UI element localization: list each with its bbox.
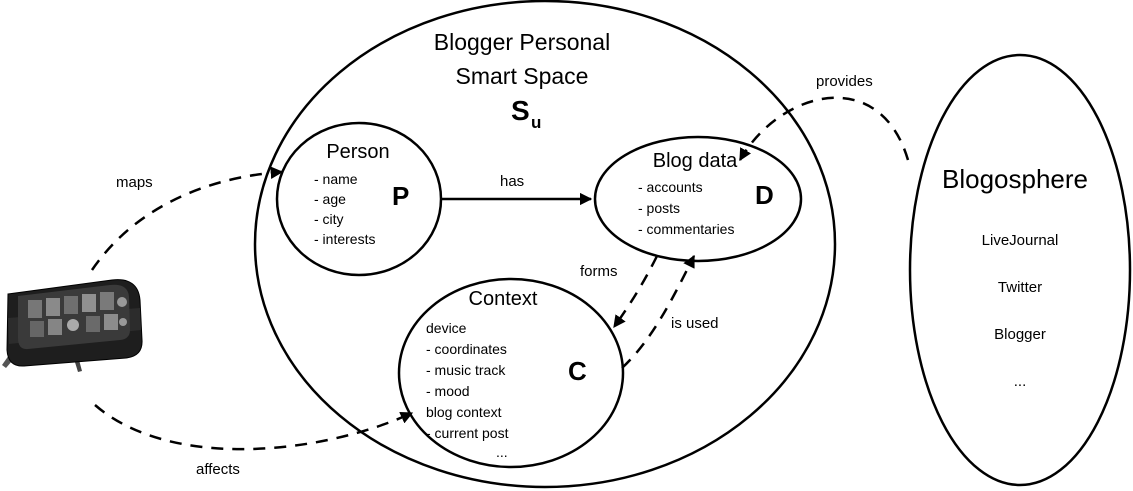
blog-data-item: - accounts bbox=[638, 179, 703, 195]
provides-edge bbox=[738, 96, 910, 162]
context-item: - music track bbox=[426, 362, 506, 378]
space-symbol-subscript: u bbox=[531, 113, 541, 132]
blogosphere-item: ... bbox=[1014, 373, 1027, 390]
context-item: - current post bbox=[426, 425, 509, 441]
is-used-edge bbox=[621, 254, 696, 369]
context-title: Context bbox=[469, 288, 538, 310]
blog-data-title: Blog data bbox=[653, 150, 738, 172]
person-item: - name bbox=[314, 171, 358, 187]
person-letter: P bbox=[392, 181, 409, 211]
blog-data-letter: D bbox=[755, 180, 774, 210]
blogosphere-item: Twitter bbox=[998, 279, 1042, 296]
maps-label: maps bbox=[116, 174, 153, 191]
blogosphere-title: Blogosphere bbox=[942, 164, 1088, 194]
context-item: - mood bbox=[426, 383, 470, 399]
person-item: - interests bbox=[314, 231, 375, 247]
blog-data-item: - commentaries bbox=[638, 221, 734, 237]
blogosphere-node bbox=[908, 53, 1132, 487]
space-title-line1: Blogger Personal bbox=[434, 29, 610, 55]
context-item: device bbox=[426, 320, 467, 336]
context-item: - coordinates bbox=[426, 341, 507, 357]
maps-edge bbox=[90, 166, 284, 271]
context-letter: C bbox=[568, 356, 587, 386]
blogosphere-item: LiveJournal bbox=[982, 232, 1059, 249]
person-item: - city bbox=[314, 211, 344, 227]
is-used-label: is used bbox=[671, 315, 719, 332]
provides-label: provides bbox=[816, 73, 873, 90]
person-item: - age bbox=[314, 191, 346, 207]
forms-label: forms bbox=[580, 263, 618, 280]
person-title: Person bbox=[326, 141, 389, 163]
mobile-device-image bbox=[2, 279, 143, 372]
context-item: blog context bbox=[426, 404, 502, 420]
space-symbol: S bbox=[511, 95, 530, 126]
blog-data-item: - posts bbox=[638, 200, 680, 216]
context-node bbox=[397, 277, 625, 469]
space-title-line2: Smart Space bbox=[456, 63, 589, 89]
blogosphere-item: Blogger bbox=[994, 326, 1046, 343]
blog-data-node bbox=[593, 135, 803, 263]
context-item: ... bbox=[496, 444, 508, 460]
has-label: has bbox=[500, 173, 524, 190]
affects-label: affects bbox=[196, 461, 240, 478]
forms-edge bbox=[612, 255, 659, 329]
